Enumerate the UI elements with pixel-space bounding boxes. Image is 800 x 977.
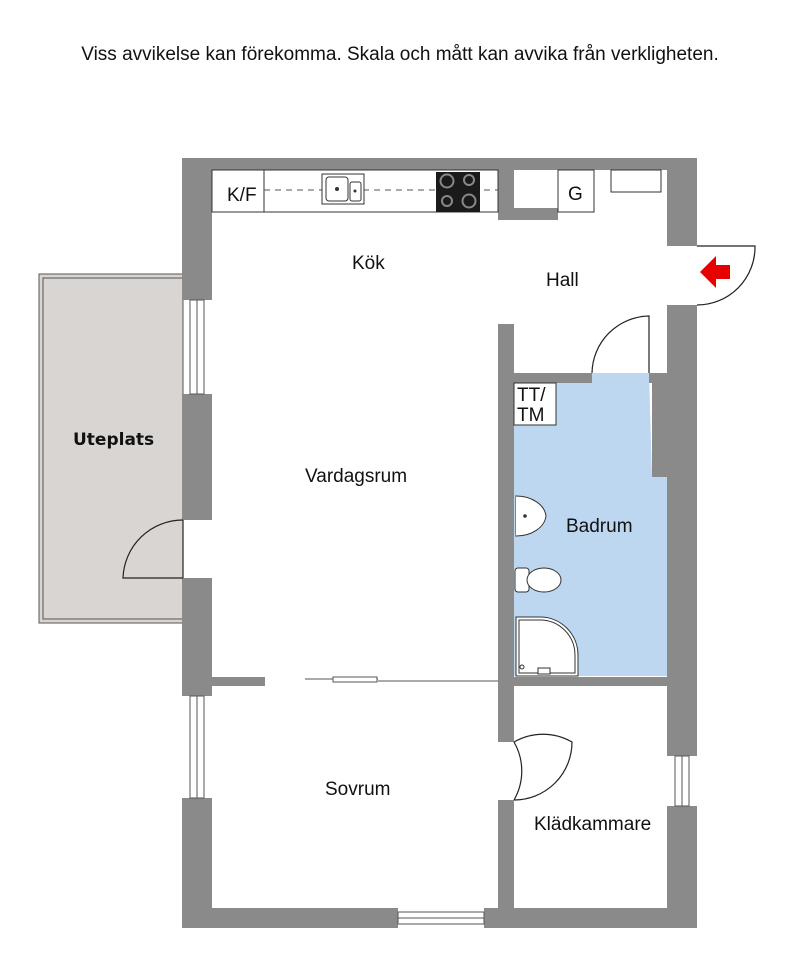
room-label-vardagsrum: Vardagsrum — [305, 466, 407, 487]
room-label-badrum: Badrum — [566, 516, 633, 537]
washbasin-icon — [515, 495, 547, 537]
window-wardrobe — [674, 755, 690, 807]
window-bedroom — [189, 695, 205, 799]
hall-storage: G — [557, 169, 662, 213]
window-living — [189, 299, 205, 395]
windows — [189, 299, 690, 925]
kitchen-counter: K/F — [211, 169, 499, 213]
door-bathroom — [591, 315, 650, 374]
room-label-kladkammare: Klädkammare — [534, 814, 651, 835]
sliding-door — [305, 676, 498, 683]
room-label-hall: Hall — [546, 270, 579, 291]
doors — [122, 245, 756, 801]
fixture-kf-label: K/F — [227, 185, 257, 206]
door-bedroom — [513, 733, 573, 801]
disclaimer-text: Viss avvikelse kan förekomma. Skala och … — [81, 44, 719, 65]
door-terrace — [122, 519, 184, 579]
bathroom-floor — [514, 373, 667, 676]
room-label-sovrum: Sovrum — [325, 779, 390, 800]
door-entrance — [696, 245, 756, 306]
shower-icon — [515, 616, 579, 677]
window-bottom — [397, 911, 485, 925]
entrance-arrow-icon — [700, 256, 730, 288]
fixture-tm-label: TM — [517, 405, 544, 426]
stove-icon — [436, 172, 480, 212]
bathroom-fixtures: TT/ TM — [513, 382, 579, 677]
outer-walls — [182, 158, 697, 928]
sink-icon — [321, 173, 365, 205]
inner-walls — [212, 324, 669, 920]
room-label-kok: Kök — [352, 253, 385, 274]
fixture-tt-label: TT/ — [517, 385, 546, 406]
toilet-icon — [514, 567, 562, 593]
room-label-uteplats: Uteplats — [73, 430, 154, 450]
fixture-g-label: G — [568, 184, 583, 205]
